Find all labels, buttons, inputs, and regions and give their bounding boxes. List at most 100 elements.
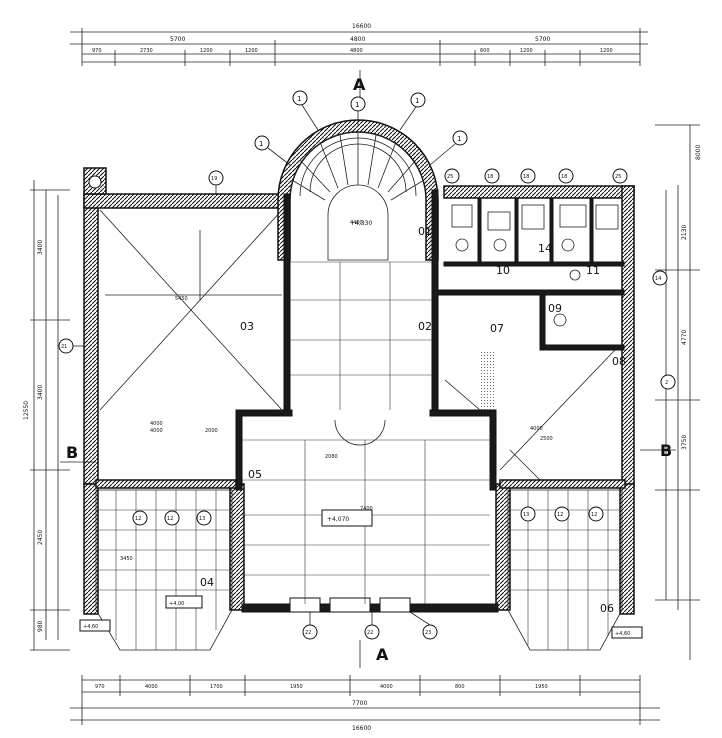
svg-text:4000: 4000	[150, 421, 163, 427]
axis-18-b: 18	[523, 174, 529, 180]
dim-top-mid: 4800	[350, 36, 365, 43]
right-dimension-chains: 8000 2130 4770 3750	[655, 124, 702, 660]
svg-text:7400: 7400	[360, 506, 373, 512]
dim-bot-1f: 800	[455, 684, 465, 690]
svg-text:4000: 4000	[150, 428, 163, 434]
dim-right-c: 3750	[681, 435, 688, 450]
level-left-terrace: +4,00	[169, 601, 184, 607]
dim-bot-1e: 4000	[380, 684, 393, 690]
room-02-label: 02	[418, 320, 432, 333]
section-markers: A A B B	[60, 70, 676, 668]
axis-13-b: 13	[523, 512, 529, 518]
dim-bot-1b: 4000	[145, 684, 158, 690]
room-07-label: 07	[490, 322, 504, 335]
dim-top-3b: 2730	[140, 48, 153, 54]
dim-top-3h: 1200	[600, 48, 613, 54]
dim-bot-overall: 16600	[352, 725, 371, 732]
level-center: +4,070	[327, 516, 349, 523]
left-dimension-chains: 12550 3400 3400 2450 980	[23, 180, 70, 651]
section-b-left: B	[66, 443, 78, 462]
level-right-bottom: +4,60	[615, 631, 630, 637]
svg-text:2500: 2500	[540, 436, 553, 442]
room-labels: 03 02 01 07 09 08 10 11 14 05 04 06	[200, 225, 626, 615]
axis-19: 19	[211, 176, 217, 182]
dim-top-3a: 970	[92, 48, 102, 54]
stair-level: +4,330	[350, 220, 372, 227]
dim-top-3g: 1200	[520, 48, 533, 54]
room-06-label: 06	[600, 602, 614, 615]
axis-12-d: 12	[591, 512, 597, 518]
dim-top-3c: 1200	[200, 48, 213, 54]
dim-bot-1c: 1700	[210, 684, 223, 690]
inner-dimensions: 5450 4000 4000 2000 4400 7400 2080 4000 …	[120, 220, 553, 562]
svg-text:3450: 3450	[120, 556, 133, 562]
dim-top-overall: 16600	[352, 23, 371, 30]
dim-top-3f: 600	[480, 48, 490, 54]
rooms-07-08	[444, 349, 616, 481]
axis-1-e: 1	[457, 135, 461, 143]
axis-13-a: 13	[199, 516, 205, 522]
axis-1-a: 1	[297, 95, 301, 103]
svg-text:5450: 5450	[175, 296, 188, 302]
dim-right-b: 4770	[681, 330, 688, 345]
section-b-right: B	[660, 441, 672, 460]
exterior-walls	[83, 119, 635, 615]
dim-top-right: 5700	[535, 36, 550, 43]
dim-top-3e: 4800	[350, 48, 363, 54]
room-01-label: 01	[418, 225, 432, 238]
axis-leaders	[73, 104, 456, 626]
axis-12-c: 12	[557, 512, 563, 518]
dim-bot-1g: 1950	[535, 684, 548, 690]
dim-left-overall: 12550	[23, 401, 30, 420]
dim-top-left: 5700	[170, 36, 185, 43]
dim-bot-row2: 7700	[352, 700, 367, 707]
axis-14: 14	[655, 276, 661, 282]
axis-2: 2	[665, 380, 668, 386]
axis-1-d: 1	[259, 140, 263, 148]
axis-12-a: 12	[135, 516, 141, 522]
room-05-grid: +4,070	[242, 439, 490, 604]
room-09-label: 09	[548, 302, 562, 315]
dim-right-a: 2130	[681, 225, 688, 240]
interior-walls	[235, 189, 625, 613]
dim-left-d: 980	[37, 620, 44, 632]
room-03-area	[99, 209, 283, 411]
section-a-top: A	[353, 75, 366, 94]
axis-18-c: 18	[561, 174, 567, 180]
dim-right-overall: 8000	[695, 145, 702, 160]
axis-23: 23	[425, 630, 431, 636]
top-dimension-chains: 16600 5700 4800 5700 970 2730 1200 1200 …	[70, 23, 648, 66]
axis-22-a: 22	[305, 630, 311, 636]
dim-bot-1d: 1950	[290, 684, 303, 690]
room-08-label: 08	[612, 355, 626, 368]
room-04-label: 04	[200, 576, 214, 589]
axis-25-b: 25	[615, 174, 621, 180]
axis-22-b: 22	[367, 630, 373, 636]
terrace-04: +4,00	[95, 489, 233, 651]
axis-1-c: 1	[415, 97, 419, 105]
room-05-label: 05	[248, 468, 262, 481]
hall-02-grid	[290, 261, 432, 446]
dim-bot-1a: 970	[95, 684, 105, 690]
level-left-bottom: +4,60	[83, 624, 98, 630]
axis-12-b: 12	[167, 516, 173, 522]
room-03-label: 03	[240, 320, 254, 333]
bottom-dimension-chains: 970 4000 1700 1950 4000 800 1950 7700 16…	[70, 675, 660, 732]
axis-21: 21	[61, 344, 67, 350]
axis-18-a: 18	[487, 174, 493, 180]
room-10-label: 10	[496, 264, 510, 277]
bathroom-fixtures	[451, 204, 619, 327]
level-marks: +4,60 +4,60	[79, 619, 643, 639]
svg-text:2000: 2000	[205, 428, 218, 434]
svg-text:4000: 4000	[530, 426, 543, 432]
dim-left-b: 3400	[37, 385, 44, 400]
axis-25-a: 25	[447, 174, 453, 180]
room-11-label: 11	[586, 264, 600, 277]
dim-left-a: 3400	[37, 240, 44, 255]
axis-1-b: 1	[355, 101, 359, 109]
dim-left-c: 2450	[37, 530, 44, 545]
room-14-label: 14	[538, 242, 552, 255]
dim-top-3d: 1200	[245, 48, 258, 54]
svg-text:4400: 4400	[350, 220, 363, 226]
